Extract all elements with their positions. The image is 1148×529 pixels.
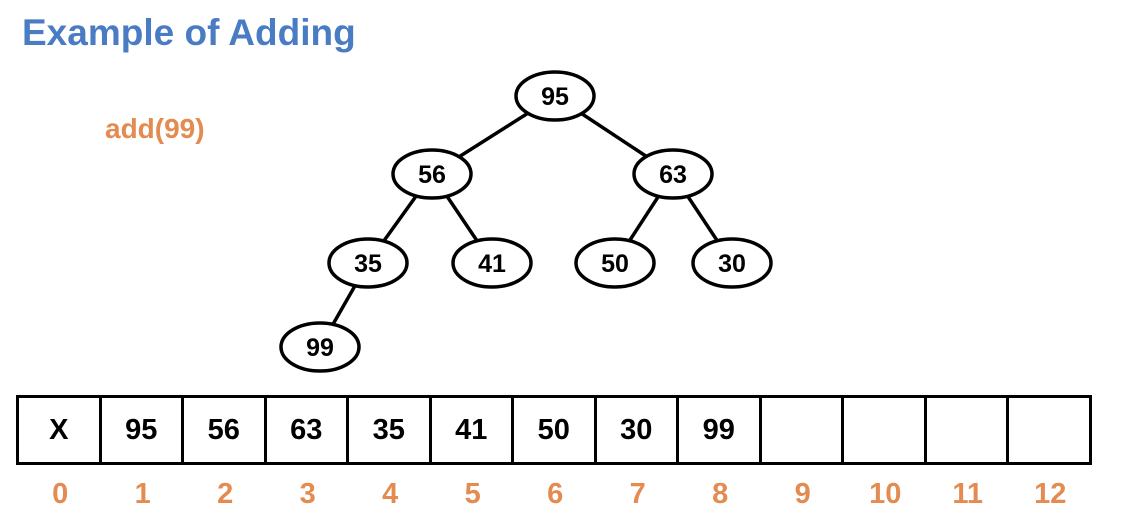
tree-node-value: 56 — [418, 161, 446, 189]
array-cell: 30 — [596, 395, 679, 465]
array-index-label: 9 — [794, 478, 811, 510]
array-index-label: 4 — [382, 478, 399, 510]
array-cell — [1009, 395, 1092, 465]
tree-node-ellipse — [632, 148, 714, 200]
tree-node-ellipse — [391, 148, 473, 200]
array-index-label: 5 — [464, 478, 481, 510]
array-cell: 63 — [266, 395, 349, 465]
array-cell: 41 — [431, 395, 514, 465]
tree-node-value: 35 — [354, 250, 382, 278]
tree-node: 95 — [514, 70, 596, 122]
tree-node: 50 — [574, 237, 656, 289]
tree-node: 35 — [327, 237, 409, 289]
tree-node-ellipse — [691, 237, 773, 289]
array-index-label: 11 — [952, 478, 984, 510]
array-index-label: 10 — [869, 478, 902, 510]
tree-node-ellipse — [514, 70, 596, 122]
tree-node: 63 — [632, 148, 714, 200]
array-cell: 99 — [679, 395, 762, 465]
slide-title: Example of Adding — [22, 12, 356, 53]
tree-nodes: 95 56 63 35 41 50 30 99 — [279, 70, 773, 373]
array-index-label: 12 — [1034, 478, 1067, 510]
tree-node-value: 41 — [478, 250, 506, 278]
tree-node-ellipse — [574, 237, 656, 289]
tree-node: 99 — [279, 321, 361, 373]
tree-node-ellipse — [279, 321, 361, 373]
heap-tree-diagram: 95 56 63 35 41 50 30 99 — [279, 70, 773, 373]
array-index-label: 8 — [712, 478, 729, 510]
array-cell: 35 — [349, 395, 432, 465]
tree-node-value: 99 — [306, 334, 334, 362]
array-cell — [926, 395, 1009, 465]
tree-edges — [318, 94, 734, 348]
tree-node-ellipse — [451, 237, 533, 289]
array-cell: 56 — [184, 395, 267, 465]
array-cell: 50 — [514, 395, 597, 465]
tree-node-value: 63 — [659, 161, 687, 189]
array-cell: X — [19, 395, 102, 465]
operation-label: add(99) — [105, 113, 205, 144]
array-index-label: 2 — [217, 478, 234, 510]
tree-node-value: 95 — [541, 83, 569, 111]
tree-node-value: 50 — [601, 250, 629, 278]
tree-node: 56 — [391, 148, 473, 200]
array-cell — [761, 395, 844, 465]
array-index-label: 0 — [52, 478, 69, 510]
array-cell — [844, 395, 927, 465]
array-index-label: 1 — [134, 478, 151, 510]
tree-node-value: 30 — [718, 250, 746, 278]
array-cell: 95 — [101, 395, 184, 465]
tree-node-ellipse — [327, 237, 409, 289]
array-index-label: 7 — [629, 478, 646, 510]
tree-node: 30 — [691, 237, 773, 289]
tree-node: 41 — [451, 237, 533, 289]
array-index-label: 6 — [547, 478, 564, 510]
array-index-label: 3 — [299, 478, 316, 510]
